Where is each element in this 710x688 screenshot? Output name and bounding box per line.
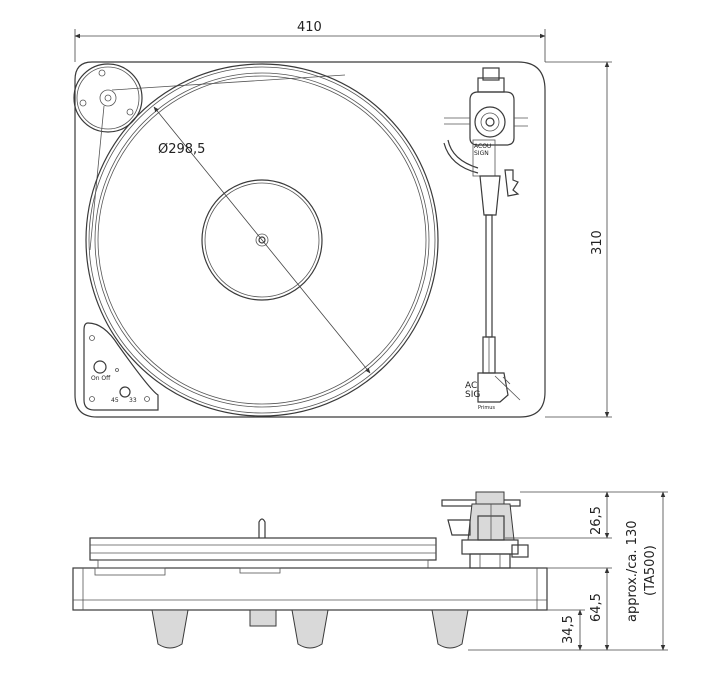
tonearm-brand-line2: SIGN (474, 150, 489, 157)
headshell (477, 372, 509, 403)
total-height-label-line1: approx./ca. 130 (625, 521, 640, 622)
platter-diameter-label: Ø298,5 (158, 142, 205, 157)
svg-text:Primus: Primus (478, 405, 495, 411)
svg-text:SIG: SIG (465, 390, 480, 400)
speed-33-label: 33 (129, 397, 137, 404)
motor-pulley (73, 63, 143, 133)
brand-logo: AC SIG Primus (465, 381, 495, 411)
plinth-outline (74, 61, 546, 418)
foot-height-label: 34,5 (561, 615, 576, 644)
bearing-housing (249, 609, 277, 627)
foot-left (151, 609, 189, 649)
foot-middle (291, 609, 329, 649)
tonearm-top: ACOU SIGN (443, 67, 528, 403)
arm-rest (479, 175, 501, 216)
depth-dimension-label: 310 (590, 230, 605, 255)
platter-diameter-line (153, 106, 371, 374)
status-led (115, 368, 119, 372)
tonearm-brand-line1: ACOU (474, 143, 491, 150)
speed-45-button[interactable] (119, 386, 131, 398)
power-button[interactable] (93, 360, 107, 374)
plinth-side (72, 567, 548, 611)
total-height-label-line2: (TA500) (643, 545, 658, 596)
speed-45-label: 45 (111, 397, 119, 404)
plinth-height-label: 64,5 (589, 593, 604, 622)
drive-belt (89, 74, 346, 251)
spindle (258, 518, 266, 538)
width-dimension-label: 410 (297, 20, 322, 35)
arm-lift-lever[interactable] (504, 169, 520, 197)
arm-tube (485, 214, 493, 338)
tonearm-side (441, 491, 529, 569)
control-panel: On Off 45 33 (83, 322, 159, 411)
foot-right (431, 609, 469, 649)
platter-side (89, 537, 437, 561)
svg-text:AC: AC (465, 381, 477, 391)
power-label: On Off (91, 375, 111, 382)
tonearm-height-label: 26,5 (589, 506, 604, 535)
top-view: Ø298,5 On Off 45 33 ACOU (73, 20, 612, 418)
side-view: 26,5 64,5 34,5 approx./ca. 130 (TA500) (72, 491, 668, 651)
